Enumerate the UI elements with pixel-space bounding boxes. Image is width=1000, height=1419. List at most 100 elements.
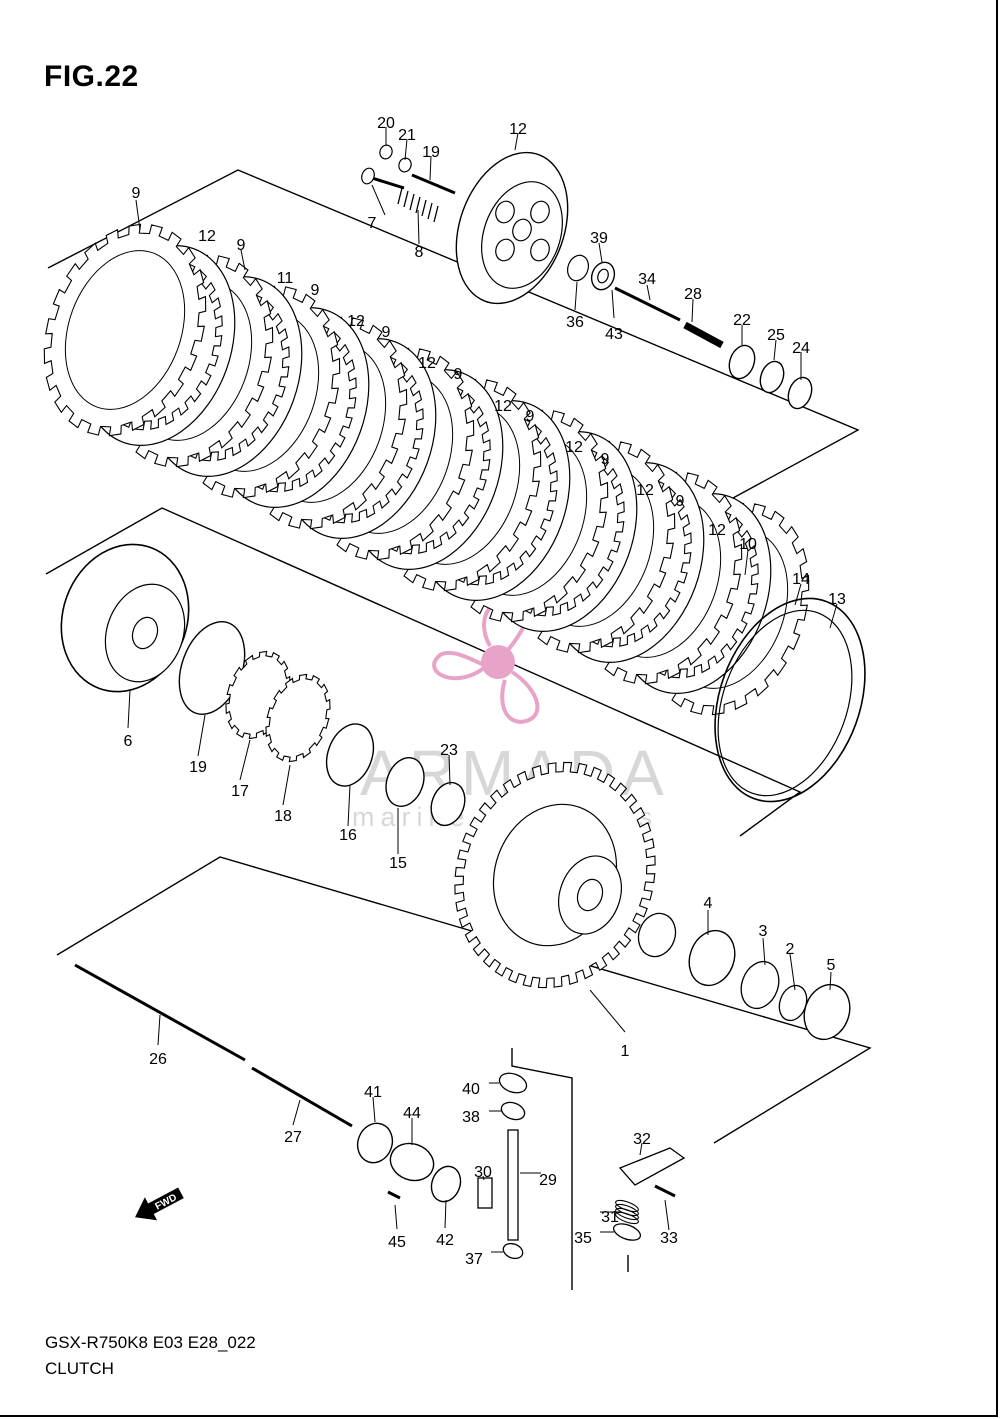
part-callout: 30 [474, 1164, 492, 1181]
leader-line [135, 199, 141, 231]
leader-line [197, 714, 206, 757]
bearing-41-bore [597, 268, 609, 284]
leader-line [157, 1014, 161, 1046]
spring-boss [530, 200, 550, 224]
part-callout: 8 [415, 244, 424, 261]
part-callout: 11 [277, 270, 294, 287]
part-callout: 9 [311, 282, 320, 299]
release-shaft-31 [507, 1129, 519, 1241]
leader-line [429, 155, 432, 181]
leader-line [417, 209, 420, 245]
spring-boss [495, 238, 515, 262]
leader-line [589, 989, 626, 1033]
leader-line [639, 1142, 643, 1156]
part-callout: 3 [759, 923, 768, 940]
stud-21 [411, 173, 456, 195]
frame-release-group [511, 1048, 573, 1290]
clutch-spring-coil [433, 205, 439, 223]
clutch-spring-coil [403, 190, 409, 208]
clutch-spring-coil [409, 193, 415, 211]
frame-plate-stack-group [45, 507, 802, 837]
spacer [637, 912, 677, 958]
part-callout: 4 [704, 895, 713, 912]
part-callout: 24 [792, 340, 810, 357]
leader-line [744, 549, 749, 576]
part-callout: 39 [590, 230, 608, 247]
ring-25 [430, 781, 466, 827]
bearing-43 [356, 1122, 394, 1164]
spring-boss [530, 238, 550, 262]
leader-line [482, 1175, 485, 1181]
leader-line [240, 249, 246, 271]
release-arm-34 [618, 1147, 686, 1186]
part-callout: 9 [132, 185, 141, 202]
washer-23 [398, 157, 412, 173]
part-callout: 26 [149, 1051, 167, 1068]
part-callout: 25 [767, 327, 785, 344]
part-callout: 9 [237, 237, 246, 254]
clutch-spring-coil [397, 187, 403, 205]
part-callout: 12 [636, 482, 654, 499]
pin-32 [477, 1177, 493, 1209]
nut-22 [379, 144, 393, 160]
figure-title: FIG.22 [44, 60, 139, 93]
pushrod-30 [683, 321, 724, 349]
bolt-35 [654, 1184, 676, 1198]
leader-line [664, 1199, 670, 1231]
spring-boss [495, 200, 515, 224]
part-callout: 12 [494, 398, 512, 415]
part-callout: 9 [601, 451, 610, 468]
needle-bearing-5 [803, 983, 851, 1041]
spring-boss [512, 218, 532, 242]
part-callout: 41 [364, 1084, 382, 1101]
leader-line [829, 603, 838, 629]
leader-line [646, 284, 651, 301]
pushrod-29 [251, 1066, 353, 1128]
screw-47 [387, 1190, 401, 1200]
clutch-parts [60, 144, 851, 1260]
leader-line [691, 298, 694, 323]
part-callout: 1 [621, 1043, 630, 1060]
washer-37 [612, 1223, 642, 1241]
part-callout: 19 [422, 144, 440, 161]
gear-hub-bore [576, 878, 604, 912]
part-callout: 12 [509, 121, 527, 138]
part-callout: 32 [633, 1131, 651, 1148]
return-spring-33 [615, 1211, 639, 1225]
bracket-46 [389, 1142, 435, 1182]
part-callout: 21 [398, 127, 416, 144]
part-callout: 9 [454, 366, 463, 383]
leader-lines [127, 127, 838, 1253]
leader-line [598, 242, 603, 263]
part-callout: 5 [827, 957, 836, 974]
part-callout: 2 [786, 941, 795, 958]
leader-line [444, 1199, 447, 1229]
leader-line [239, 739, 251, 781]
leader-line [789, 953, 796, 991]
leader-line [292, 1099, 301, 1126]
frame-pressure-plate-group [47, 169, 860, 517]
leader-line [762, 937, 766, 966]
washer-3 [740, 960, 780, 1010]
part-callout: 43 [605, 326, 623, 343]
fwd-arrow-icon: FWD [135, 1187, 184, 1221]
washer-26 [787, 376, 813, 410]
leader-line [404, 138, 408, 161]
spring-washer-19b [265, 673, 331, 763]
washer-17 [385, 757, 425, 807]
part-callout: 36 [566, 314, 584, 331]
part-callout: 12 [347, 313, 365, 330]
part-callout: 34 [638, 271, 656, 288]
clutch-spring-coil [415, 196, 421, 214]
clutch-plate-stack [43, 223, 866, 803]
part-callout: 7 [368, 215, 377, 232]
part-callout: 12 [708, 522, 726, 539]
part-callout: 40 [462, 1081, 480, 1098]
part-callout: 12 [418, 355, 436, 372]
washer-27 [759, 360, 785, 394]
part-callout: 20 [377, 115, 395, 132]
part-callout: 42 [436, 1232, 454, 1249]
part-callout: 16 [339, 827, 357, 844]
hub-bore [131, 616, 159, 650]
